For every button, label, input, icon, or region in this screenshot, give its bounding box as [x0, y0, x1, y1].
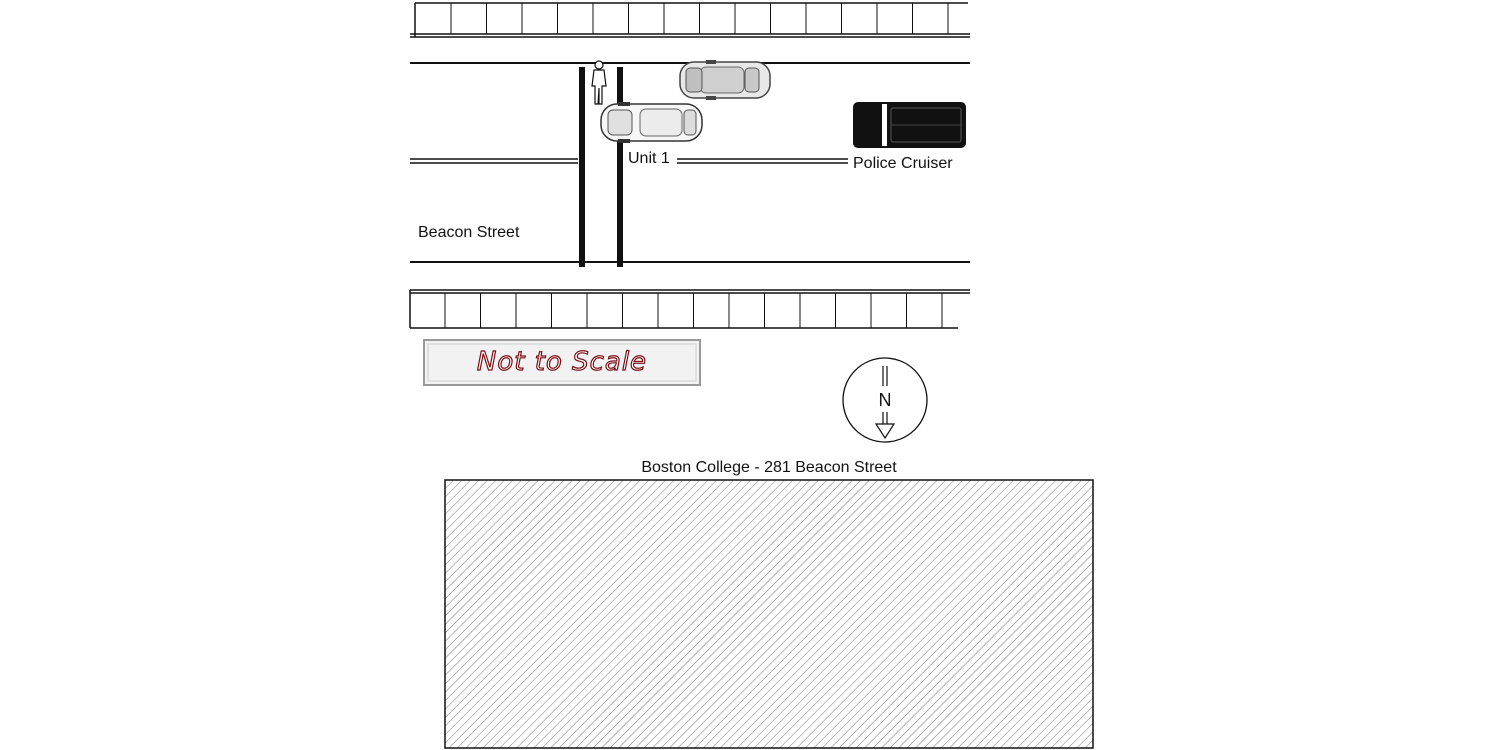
police-cruiser-icon [853, 102, 966, 148]
not-to-scale-stamp: Not to Scale [423, 339, 701, 386]
north-sidewalk-tiles [450, 3, 949, 34]
building-footprint [444, 479, 1094, 749]
north-arrow-icon [842, 357, 928, 443]
not-to-scale-text: Not to Scale [477, 347, 647, 377]
south-sidewalk [409, 289, 970, 329]
south-sidewalk-tiles [444, 293, 943, 328]
parked-car-icon [679, 60, 771, 100]
building-label: Boston College - 281 Beacon Street [641, 459, 897, 476]
north-sidewalk [410, 2, 970, 38]
pedestrian-icon [591, 60, 607, 105]
street-name-label: Beacon Street [418, 224, 520, 241]
police-cruiser-label: Police Cruiser [853, 155, 953, 172]
unit1-label: Unit 1 [628, 150, 670, 167]
unit1-car-icon [600, 102, 703, 143]
crosswalk [579, 67, 623, 267]
center-double-line [410, 158, 848, 164]
north-letter: N [879, 390, 892, 410]
